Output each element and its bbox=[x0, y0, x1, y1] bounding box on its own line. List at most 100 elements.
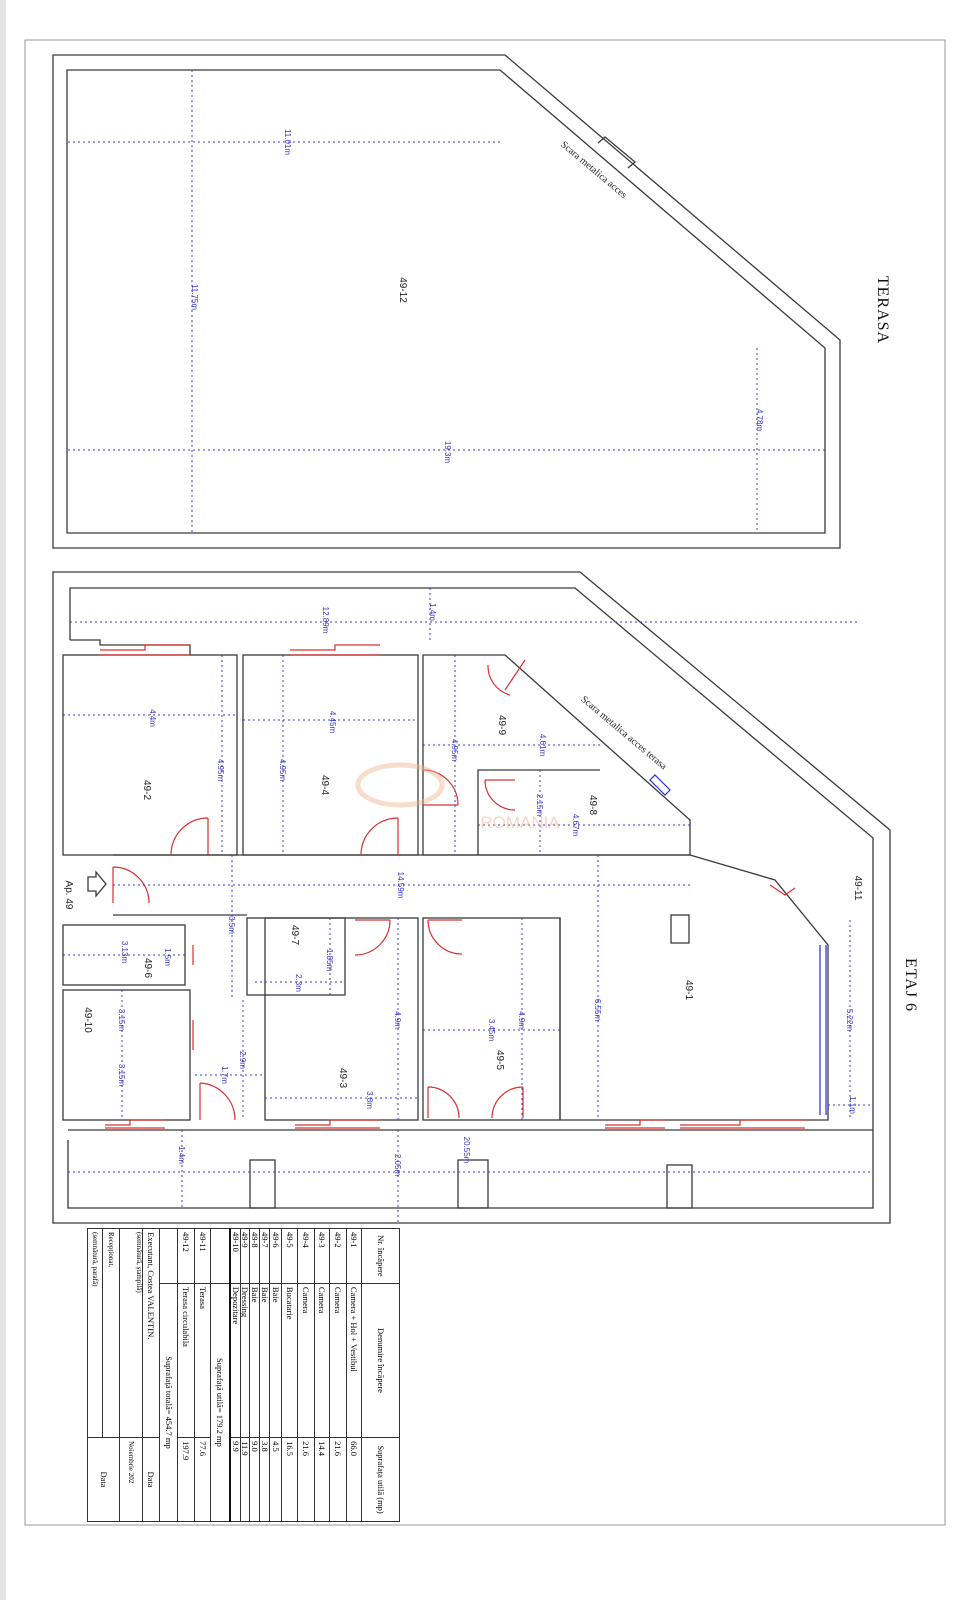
cell-name: Camera bbox=[297, 1283, 315, 1438]
glass-wall bbox=[819, 945, 827, 1115]
room-49-10 bbox=[62, 989, 191, 1121]
dim-label: 12.89m bbox=[321, 607, 330, 634]
cell-name: Dressing bbox=[240, 1283, 250, 1438]
cell-nr: 49-12 bbox=[177, 1228, 195, 1284]
dim-label: 3.13m bbox=[120, 941, 129, 964]
room-label: 49-3 bbox=[337, 1068, 348, 1088]
window bbox=[769, 884, 796, 896]
cell-nr: 49-4 bbox=[297, 1228, 315, 1284]
balcony-inner-wall bbox=[67, 587, 874, 1209]
room-label: 49-5 bbox=[494, 1050, 505, 1070]
cell-name: Baie bbox=[269, 1283, 282, 1438]
dim-label: 2.15m bbox=[535, 794, 544, 817]
cell-nr: 49-1 bbox=[346, 1228, 362, 1284]
cell-name: Camera bbox=[314, 1283, 330, 1438]
dim-label: 6.55m bbox=[593, 999, 602, 1022]
column bbox=[666, 1164, 693, 1209]
window bbox=[100, 644, 190, 656]
dim-label: 2.9m bbox=[238, 1051, 247, 1069]
scrollbar-track bbox=[0, 0, 6, 1600]
window bbox=[295, 1119, 380, 1129]
room-label: 49-2 bbox=[141, 780, 152, 800]
executant-sign: (semnătură, ștampilă) bbox=[119, 1228, 143, 1438]
room-label: 49-10 bbox=[82, 1007, 93, 1033]
etaj-outer-wall bbox=[52, 571, 891, 1224]
room-label: 49-4 bbox=[319, 775, 330, 795]
door bbox=[427, 919, 463, 955]
cell-name: Terasa circulabila bbox=[177, 1283, 195, 1438]
dim-label: 3.8m bbox=[365, 1091, 374, 1109]
header-area: Suprafața utilă (mp) bbox=[361, 1437, 400, 1522]
dim-label: 4.95m bbox=[216, 759, 225, 782]
cell-name: Baie bbox=[259, 1283, 270, 1438]
dim-label: 1.85m bbox=[325, 949, 334, 972]
terasa-outer-wall bbox=[52, 54, 841, 549]
cell-area: 197.9 bbox=[177, 1437, 195, 1522]
cell-name: Camera + Hol + Vestibul bbox=[346, 1283, 362, 1438]
cell-nr: 49-9 bbox=[240, 1228, 250, 1284]
dim-label: 1.5m bbox=[163, 948, 172, 966]
cell-nr: 49-2 bbox=[329, 1228, 347, 1284]
room-label: 49-7 bbox=[289, 925, 300, 945]
header-name: Denumire încăpere bbox=[361, 1283, 400, 1438]
dim-label: 4.78m bbox=[755, 409, 764, 432]
cell-area: 21.6 bbox=[297, 1437, 315, 1522]
dim-label: 1.7m bbox=[220, 1066, 229, 1084]
room-label: 49-8 bbox=[587, 795, 598, 815]
cell-area: 11.9 bbox=[240, 1437, 250, 1522]
terasa-inner-wall bbox=[66, 69, 826, 534]
dim-label: 5.22m bbox=[845, 1009, 854, 1032]
header-nr: Nr. încăpere bbox=[361, 1228, 400, 1284]
room-49-2 bbox=[62, 654, 238, 856]
cell-area: 9.0 bbox=[250, 1437, 260, 1522]
room-label: 49-9 bbox=[496, 715, 507, 735]
cell-nr: 49-6 bbox=[269, 1228, 282, 1284]
cell-area: 3.8 bbox=[259, 1437, 270, 1522]
dim-label: 4.67m bbox=[571, 814, 580, 837]
cell-name: Depozitare bbox=[230, 1283, 241, 1438]
dim-label: 2.05m bbox=[393, 1154, 402, 1177]
window bbox=[680, 1119, 805, 1129]
cell-area: 9.9 bbox=[230, 1437, 241, 1522]
cell-area: 77.6 bbox=[194, 1437, 211, 1522]
door bbox=[491, 1086, 524, 1119]
room-label: 49-12 bbox=[397, 277, 408, 303]
stair-opening bbox=[597, 136, 637, 169]
door bbox=[354, 919, 391, 956]
executant: Executant, Costea VALENTIN. bbox=[142, 1228, 160, 1438]
room-49-9-8 bbox=[422, 654, 691, 856]
window bbox=[105, 1119, 165, 1129]
dim-label: 1.4m bbox=[428, 603, 437, 621]
column bbox=[457, 1159, 489, 1209]
dim-label: 11.75m bbox=[190, 284, 199, 310]
etaj-plan: 12.89m 1.4m 4.4m 4.95m 4.45m 4.95m 4.95m… bbox=[52, 571, 919, 1224]
table-header: Nr. încăpere Denumire încăpere Suprafața… bbox=[361, 1228, 400, 1522]
window bbox=[290, 644, 380, 656]
dim-label: 3.15m bbox=[117, 1064, 126, 1087]
dim-label: 4.61m bbox=[538, 734, 547, 757]
dim-label: 3.45m bbox=[487, 1019, 496, 1042]
dim-label: 3.5m bbox=[227, 916, 236, 934]
data-label: Data bbox=[142, 1437, 160, 1522]
cell-area: 66.0 bbox=[346, 1437, 362, 1522]
usable-total-row: Suprafață utilă= 179.2 mp bbox=[210, 1228, 231, 1522]
section-title: ETAJ 6 bbox=[902, 958, 919, 1012]
dim-label: 4.45m bbox=[328, 711, 337, 734]
dim-label: 1.4m bbox=[177, 1146, 186, 1164]
dim-label: 4.95m bbox=[278, 759, 287, 782]
room-label: 49-1 bbox=[683, 980, 694, 1000]
area-table: Nr. încăpere Denumire încăpere Suprafața… bbox=[87, 1228, 400, 1522]
terasa-plan: 11.01m 11.75m 19.3m 4.78m 49-12 Scara me… bbox=[52, 54, 891, 549]
cell-name: Terasa bbox=[194, 1283, 211, 1438]
receptionat-sign: (semnătură, parafă) bbox=[87, 1228, 103, 1438]
door bbox=[170, 817, 209, 856]
grand-total-row: Suprafață totală= 454.7 mp bbox=[159, 1228, 178, 1522]
cell-nr: 49-7 bbox=[259, 1228, 270, 1284]
